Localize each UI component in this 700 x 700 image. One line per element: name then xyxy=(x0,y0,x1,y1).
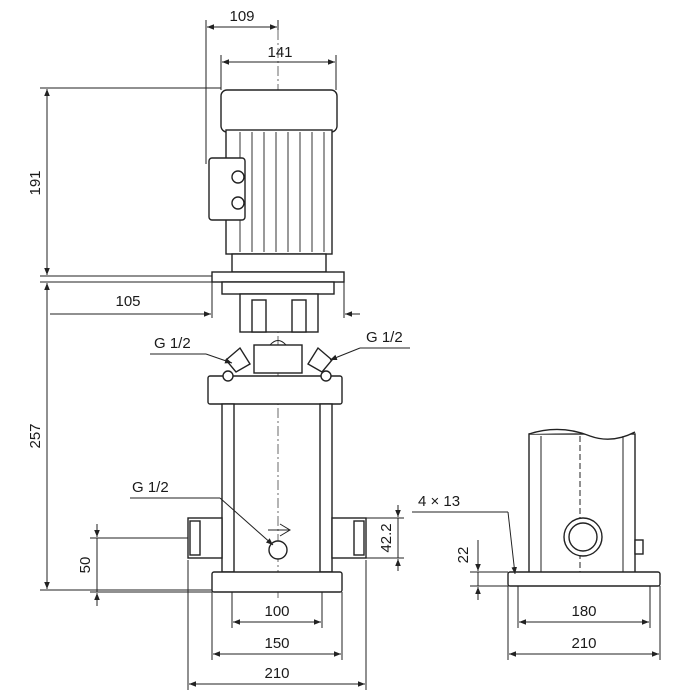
dimension-lines xyxy=(40,20,661,690)
label-port-right: G 1/2 xyxy=(366,329,403,346)
side-view xyxy=(507,428,661,596)
dim-141: 141 xyxy=(267,44,292,61)
drain-plug xyxy=(268,540,288,560)
dim-42-2: 42.2 xyxy=(378,523,395,552)
dim-180: 180 xyxy=(571,603,596,620)
label-holes: 4 × 13 xyxy=(418,493,460,510)
terminal-screw-icon xyxy=(231,196,245,210)
motor xyxy=(208,89,338,273)
terminal-screw-icon xyxy=(231,170,245,184)
ports xyxy=(187,517,367,560)
dim-50: 50 xyxy=(77,557,94,574)
pump-sleeve xyxy=(221,403,333,573)
dim-105: 105 xyxy=(115,293,140,310)
dim-100: 100 xyxy=(264,603,289,620)
label-port-drain: G 1/2 xyxy=(132,479,169,496)
dim-191: 191 xyxy=(27,170,44,195)
dim-109: 109 xyxy=(229,8,254,25)
base-plate xyxy=(211,571,343,600)
label-port-left: G 1/2 xyxy=(154,335,191,352)
dim-210-front: 210 xyxy=(264,665,289,682)
front-view xyxy=(187,30,367,600)
leader-lines xyxy=(130,347,517,575)
motor-stool xyxy=(207,271,345,405)
dim-210-side: 210 xyxy=(571,635,596,652)
dim-150: 150 xyxy=(264,635,289,652)
dim-257: 257 xyxy=(27,423,44,448)
dim-22: 22 xyxy=(455,547,472,564)
